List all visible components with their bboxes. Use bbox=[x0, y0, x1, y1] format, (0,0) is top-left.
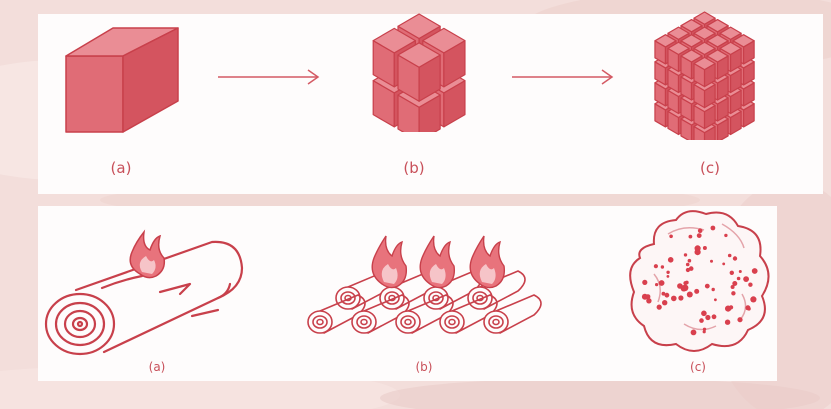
particle-dot bbox=[722, 262, 726, 266]
particle-dot bbox=[729, 270, 734, 275]
burning-stacked-logs bbox=[307, 235, 542, 334]
particle-dot bbox=[711, 287, 715, 292]
particle-dot bbox=[682, 284, 689, 291]
arrow-right-icon bbox=[512, 69, 614, 85]
particle-dot bbox=[730, 285, 735, 289]
log bbox=[395, 294, 454, 334]
mini-cube bbox=[693, 56, 716, 88]
particle-dot bbox=[694, 245, 701, 252]
arrow-right-icon bbox=[218, 69, 320, 85]
particle-dot bbox=[685, 262, 690, 267]
particle-dot bbox=[711, 314, 717, 320]
particle-dot bbox=[685, 267, 690, 273]
particle-cloud bbox=[629, 210, 770, 352]
particle-dot bbox=[701, 310, 707, 317]
single-cube bbox=[65, 27, 179, 133]
particle-dot bbox=[656, 304, 662, 310]
particle-dot bbox=[664, 292, 670, 298]
particle-dot bbox=[642, 279, 648, 285]
label-bottom-c: (c) bbox=[690, 360, 706, 374]
cube-split-into-64 bbox=[654, 11, 755, 140]
cube-split-into-8 bbox=[372, 13, 466, 132]
particle-dot bbox=[710, 259, 713, 263]
particle-dot bbox=[690, 329, 697, 336]
wood-particles bbox=[629, 210, 770, 352]
particle-dot bbox=[747, 307, 751, 311]
particle-dot bbox=[704, 283, 710, 289]
log bbox=[467, 270, 526, 310]
label-top-b: (b) bbox=[403, 159, 425, 177]
particle-dot bbox=[724, 319, 731, 325]
particle-dot bbox=[710, 225, 716, 231]
particle-dot bbox=[655, 283, 659, 287]
particle-dot bbox=[724, 233, 728, 238]
particle-dot bbox=[732, 281, 738, 286]
burning-log bbox=[44, 229, 244, 356]
particle-dot bbox=[731, 291, 736, 296]
particle-dot bbox=[661, 291, 666, 296]
particle-dot bbox=[687, 258, 692, 263]
particle-dot bbox=[658, 280, 665, 286]
particle-dot bbox=[671, 295, 677, 302]
log bbox=[483, 294, 542, 334]
mini-cube bbox=[397, 42, 441, 102]
particle-dot bbox=[714, 298, 717, 302]
particle-dot bbox=[683, 253, 688, 257]
particle-dot bbox=[732, 256, 738, 261]
particle-dot bbox=[683, 281, 688, 286]
particle-dot bbox=[660, 265, 665, 269]
particle-dot bbox=[686, 291, 693, 298]
particle-dot bbox=[688, 234, 693, 239]
particle-dot bbox=[694, 288, 700, 294]
flame-icon bbox=[371, 235, 408, 289]
particle-dot bbox=[667, 257, 674, 263]
particle-dot bbox=[705, 314, 711, 321]
particle-dot bbox=[702, 246, 707, 250]
particle-dot bbox=[646, 298, 652, 304]
particle-dot bbox=[750, 296, 757, 303]
particle-dot bbox=[697, 228, 703, 233]
particle-dot bbox=[745, 277, 749, 281]
flame-icon bbox=[419, 235, 456, 289]
particle-dot bbox=[751, 268, 758, 274]
particle-dot bbox=[677, 283, 683, 289]
particle-dot bbox=[738, 270, 742, 273]
particle-dot bbox=[688, 266, 694, 271]
particle-dot bbox=[678, 295, 684, 301]
particle-dot bbox=[669, 234, 673, 239]
flame-icon bbox=[469, 235, 506, 289]
label-bottom-a: (a) bbox=[148, 360, 166, 374]
particle-dot bbox=[666, 275, 670, 278]
label-bottom-b: (b) bbox=[415, 360, 433, 374]
label-top-c: (c) bbox=[700, 159, 720, 177]
particle-dot bbox=[729, 305, 734, 310]
particle-dot bbox=[666, 270, 670, 274]
particle-dot bbox=[748, 282, 753, 287]
particle-dot bbox=[699, 318, 704, 323]
particle-dot bbox=[662, 300, 668, 306]
particle-dot bbox=[653, 264, 658, 269]
particle-dot bbox=[737, 317, 743, 323]
particle-dot bbox=[727, 253, 732, 258]
particle-dot bbox=[641, 293, 648, 300]
label-top-a: (a) bbox=[110, 159, 132, 177]
particle-dot bbox=[702, 327, 707, 331]
particle-dot bbox=[702, 330, 706, 334]
particle-dot bbox=[736, 276, 741, 281]
particle-dot bbox=[696, 233, 702, 238]
